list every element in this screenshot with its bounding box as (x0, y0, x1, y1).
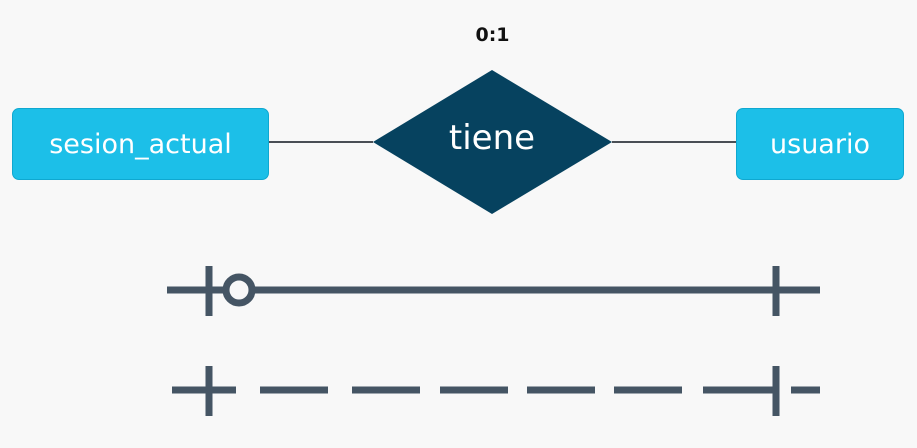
optional-circle (222, 273, 256, 307)
entity-usuario: usuario (736, 108, 904, 180)
relationship-diamond (373, 70, 612, 214)
relationship-label: tiene (448, 118, 536, 158)
notation-line-solid (167, 266, 820, 316)
entity-sesion-actual: sesion_actual (12, 108, 269, 180)
entity-label: sesion_actual (49, 128, 232, 160)
entity-label: usuario (770, 128, 870, 160)
notation-line-dashed (172, 366, 820, 416)
cardinality-label: 0:1 (475, 24, 510, 46)
